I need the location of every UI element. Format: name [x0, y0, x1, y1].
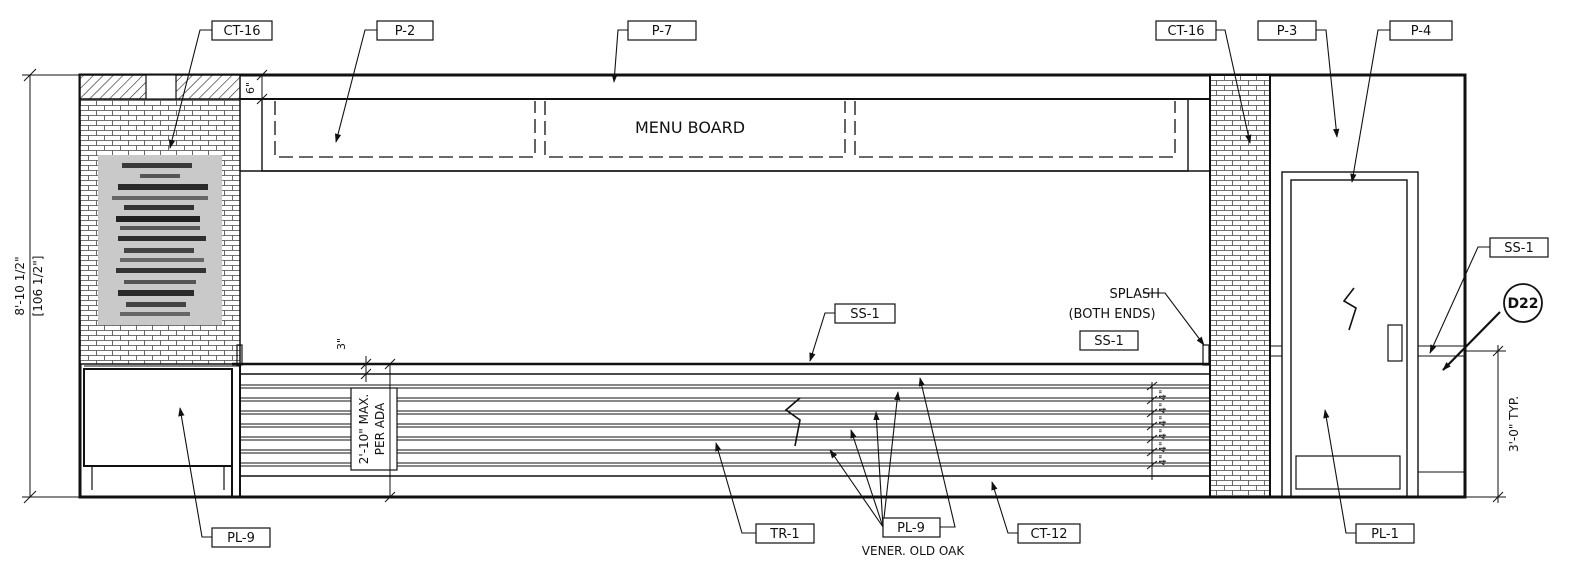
overall-height-label: 8'-10 1/2": [13, 256, 27, 315]
tag-pl9-center: PL-9: [882, 517, 941, 538]
tag-ss1-splash: SS-1: [1079, 330, 1139, 351]
left-cabinet: [83, 364, 241, 497]
svg-text:CT-12: CT-12: [1030, 527, 1067, 542]
svg-text:4": 4": [1158, 455, 1169, 466]
svg-text:D22: D22: [1507, 296, 1538, 312]
counter-top: [232, 344, 1210, 375]
both-ends-note: (BOTH ENDS): [1068, 307, 1155, 322]
svg-text:P-7: P-7: [652, 24, 673, 39]
counter-dimension: 3": [335, 338, 348, 350]
splash-note: SPLASH: [1109, 287, 1160, 302]
svg-text:PER ADA: PER ADA: [373, 402, 387, 455]
svg-text:TR-1: TR-1: [769, 527, 799, 542]
tag-ct12: CT-12: [1017, 523, 1081, 544]
svg-text:SS-1: SS-1: [850, 307, 879, 322]
svg-text:P-2: P-2: [395, 24, 416, 39]
svg-text:SS-1: SS-1: [1094, 334, 1123, 349]
detail-callout-d22: D22: [1503, 283, 1543, 323]
right-brick-column: [1209, 74, 1271, 498]
svg-text:P-3: P-3: [1277, 24, 1298, 39]
soffit-dimension: 6": [244, 82, 257, 94]
tag-pl1: PL-1: [1355, 523, 1415, 544]
svg-text:4": 4": [1158, 390, 1169, 401]
svg-text:4": 4": [1158, 442, 1169, 453]
svg-text:P-4: P-4: [1411, 24, 1432, 39]
svg-text:CT-16: CT-16: [1167, 24, 1204, 39]
svg-text:2'-10" MAX.: 2'-10" MAX.: [357, 394, 371, 464]
ada-note: 2'-10" MAX. PER ADA: [350, 387, 398, 471]
tag-ct16-left: CT-16: [211, 20, 273, 41]
svg-text:CT-16: CT-16: [223, 24, 260, 39]
tag-ss1-right: SS-1: [1489, 237, 1549, 258]
tag-ss1-counter: SS-1: [834, 303, 896, 324]
svg-text:4": 4": [1158, 416, 1169, 427]
tag-p3: P-3: [1257, 20, 1317, 41]
tag-p2: P-2: [376, 20, 434, 41]
overall-height-dimension: [22, 68, 80, 504]
tag-pl9-left: PL-9: [211, 527, 271, 548]
veneer-note: VENER. OLD OAK: [862, 544, 966, 558]
overall-height-inches-label: [106 1/2"]: [31, 256, 45, 317]
svg-text:SS-1: SS-1: [1504, 241, 1533, 256]
tag-p7: P-7: [627, 20, 697, 41]
door: [1281, 171, 1419, 498]
svg-text:PL-9: PL-9: [897, 521, 925, 536]
tag-tr1: TR-1: [755, 523, 815, 544]
svg-text:4": 4": [1158, 429, 1169, 440]
redacted-poster: [98, 155, 222, 325]
rail-height-dimension: 3'-0" TYP.: [1507, 396, 1521, 452]
svg-text:PL-9: PL-9: [227, 531, 255, 546]
break-mark: [784, 397, 801, 447]
tag-p4: P-4: [1389, 20, 1453, 41]
tag-ct16-right: CT-16: [1155, 20, 1217, 41]
svg-text:4": 4": [1158, 403, 1169, 414]
menu-board-label: MENU BOARD: [635, 118, 745, 137]
slat-panel: [240, 384, 1210, 477]
menu-board: MENU BOARD: [240, 98, 1210, 172]
svg-text:PL-1: PL-1: [1371, 527, 1399, 542]
slat-spacing-labels: 4" 4" 4" 4" 4" 4": [1158, 390, 1169, 466]
